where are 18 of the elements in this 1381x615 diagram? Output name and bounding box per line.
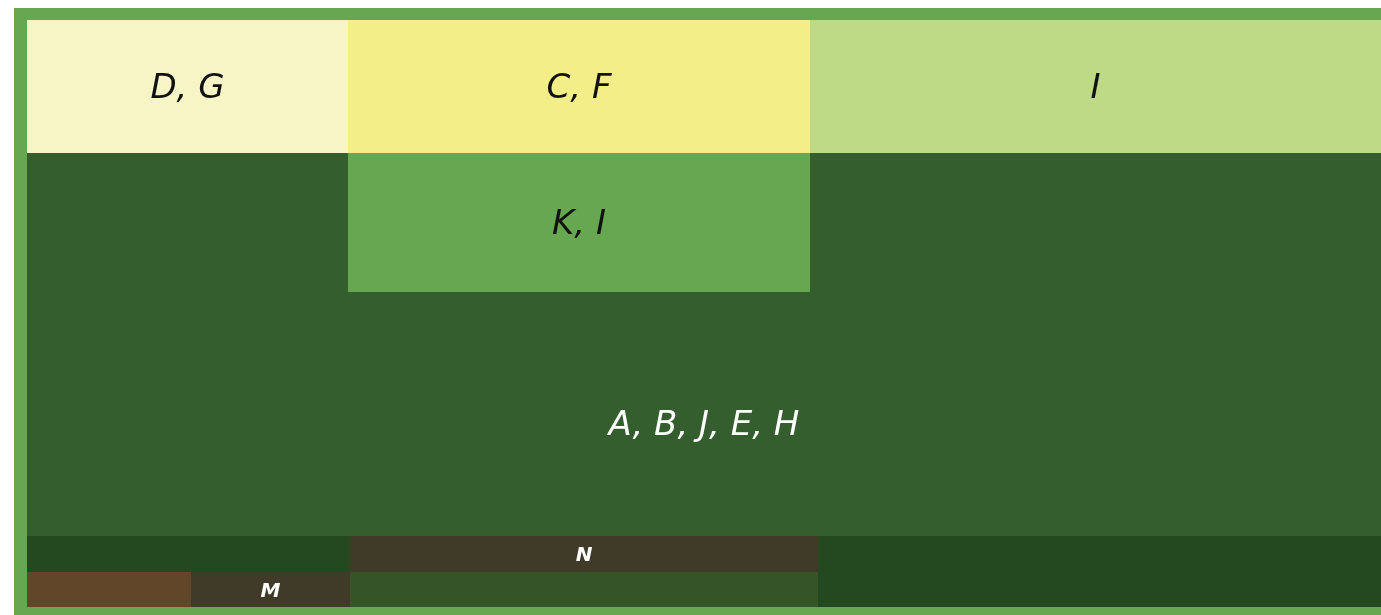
layer-label: K, I — [551, 202, 607, 243]
layer-label: I — [1089, 66, 1102, 107]
layer-band — [350, 536, 818, 572]
layer-band — [191, 572, 350, 607]
layer-label: N — [574, 542, 594, 566]
layer-label: D, G — [149, 66, 226, 107]
layer-label: A, B, J, E, H — [606, 403, 801, 444]
layer-band — [27, 572, 191, 607]
layer-band — [27, 20, 348, 153]
layer-band — [350, 572, 818, 607]
layer-label: M — [259, 577, 282, 602]
layer-band — [27, 153, 1381, 536]
layer-band — [348, 20, 810, 153]
layer-band — [818, 536, 1381, 607]
layer-label: C, F — [545, 66, 613, 107]
layer-band — [810, 20, 1381, 153]
layer-band — [348, 153, 810, 292]
layer-band — [27, 536, 350, 572]
